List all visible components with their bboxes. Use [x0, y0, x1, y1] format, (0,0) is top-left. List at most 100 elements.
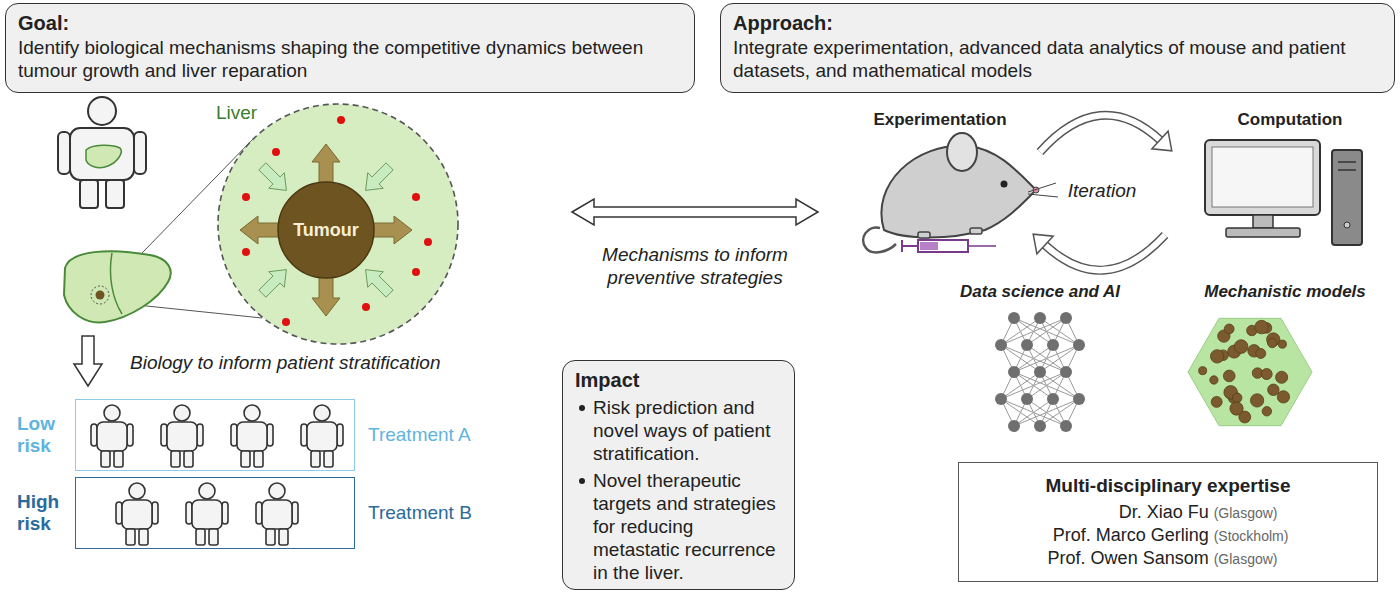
mouse-foot	[970, 228, 982, 234]
cell-agent	[1211, 396, 1222, 407]
person-torso	[70, 128, 134, 180]
network-link	[1040, 345, 1079, 372]
network-node	[1060, 312, 1072, 324]
box-body: Identify biological mechanisms shaping t…	[18, 36, 682, 82]
person-name: Prof. Owen Sansom	[1048, 548, 1209, 569]
treatment-label: Treatment A	[368, 424, 471, 446]
location: (Glasgow)	[1214, 505, 1278, 523]
person-arm	[134, 132, 146, 174]
cell-agent	[1277, 391, 1289, 403]
small-liver	[86, 145, 121, 167]
risk-label: High risk	[17, 491, 67, 535]
cell-dot	[362, 303, 370, 311]
cell-agent	[1256, 348, 1266, 358]
person-icon	[256, 483, 298, 545]
network-node	[1073, 339, 1085, 351]
section-label: Data science and AI	[960, 282, 1120, 302]
bullet-item: Novel therapeutic targets and strategies…	[575, 469, 782, 585]
person-name: Prof. Marco Gerling	[1053, 525, 1209, 546]
network-link	[1040, 399, 1079, 426]
person-icon	[116, 483, 158, 545]
box-heading: Multi-disciplinary expertise	[969, 475, 1367, 497]
cell-agent	[1255, 320, 1269, 334]
mouse-foot	[918, 232, 930, 238]
cell-agent	[1210, 350, 1223, 363]
cycle-arrow	[1045, 235, 1165, 270]
box-heading: Approach:	[733, 11, 1382, 36]
tumour-outline	[278, 182, 374, 278]
network-node	[1073, 393, 1085, 405]
risk-group-band: High riskTreatment B	[75, 477, 355, 549]
repair-arrow	[366, 163, 394, 191]
network-node	[1060, 366, 1072, 378]
network-link	[1027, 318, 1066, 345]
arrow-caption: Mechanisms to inform preventive strategi…	[588, 243, 803, 289]
liver-lobe-line	[110, 253, 122, 314]
network-node	[1060, 420, 1072, 432]
section-label: Experimentation	[873, 110, 1006, 130]
cell-agent	[1199, 367, 1207, 375]
computer-tower	[1332, 150, 1362, 245]
cell-dot	[272, 148, 280, 156]
person-arm	[58, 132, 70, 174]
tumour-spot-ring	[91, 286, 109, 304]
person-leg	[106, 180, 124, 208]
cell-agent	[1223, 370, 1235, 382]
person-leg	[80, 180, 98, 208]
network-node	[1047, 339, 1059, 351]
cycle-label: Iteration	[1068, 180, 1137, 202]
region-label: Tumour	[293, 220, 359, 241]
box-heading: Impact	[575, 368, 782, 393]
cell-dot	[242, 193, 250, 201]
syringe-liquid	[920, 242, 938, 250]
cell-dot	[282, 318, 290, 326]
network-node	[1034, 420, 1046, 432]
cell-dot	[242, 248, 250, 256]
person-icon	[301, 405, 343, 467]
treatment-label: Treatment B	[368, 502, 472, 524]
cell-agent	[1234, 340, 1248, 354]
network-node	[995, 393, 1007, 405]
person-icon	[231, 405, 273, 467]
network-node	[1008, 420, 1020, 432]
location: (Glasgow)	[1214, 551, 1278, 569]
network-node	[1034, 312, 1046, 324]
syringe-barrel	[918, 240, 968, 252]
cell-agent	[1276, 371, 1288, 383]
network-node	[1021, 393, 1033, 405]
liver-zoom-circle: LiverTumour	[216, 102, 460, 346]
cell-agent	[1262, 407, 1271, 416]
network-node	[1008, 366, 1020, 378]
network-node	[995, 339, 1007, 351]
cell-agent	[1261, 368, 1272, 379]
cell-agent	[1268, 384, 1279, 395]
network-node	[1021, 339, 1033, 351]
zoom-circle-outline	[218, 104, 458, 344]
repair-arrow	[259, 163, 287, 191]
whisker	[1028, 183, 1056, 192]
person-icon	[186, 483, 228, 545]
mouse-eye	[1001, 181, 1008, 188]
cell-agent	[1224, 324, 1234, 334]
section-label: Mechanistic models	[1204, 282, 1366, 302]
cell-dot	[337, 116, 345, 124]
tower-slot	[1338, 169, 1356, 171]
repair-arrow	[366, 270, 394, 298]
network-node	[1034, 366, 1046, 378]
cycle-arrow	[1045, 235, 1165, 270]
tower-slot	[1338, 161, 1356, 163]
person-name: Dr. Xiao Fu	[1119, 502, 1209, 523]
syringe-needle	[968, 245, 996, 247]
cell-agent	[1232, 393, 1242, 403]
mouse-ear	[947, 133, 977, 171]
cell-agent	[1268, 338, 1277, 347]
hollow-arrow	[74, 336, 102, 386]
cell-dot	[424, 238, 432, 246]
cycle-arrowhead	[1152, 131, 1172, 151]
network-link	[1027, 372, 1066, 399]
whisker	[1028, 194, 1058, 197]
double-arrow	[572, 199, 818, 225]
location: (Stockholm)	[1214, 528, 1289, 546]
arrow-caption: Biology to inform patient stratification	[130, 352, 441, 374]
